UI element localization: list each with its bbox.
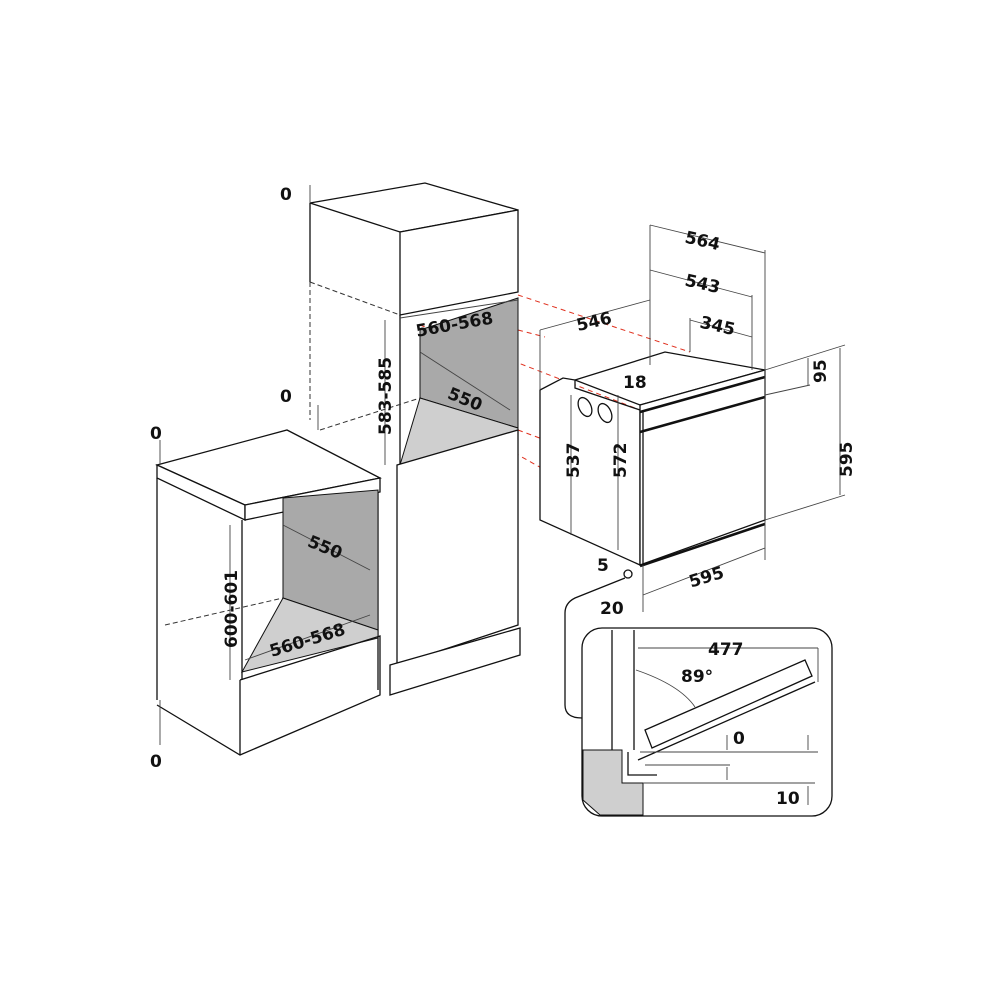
label-oven-door-thickness: 20 [600,599,624,619]
label-oven-panel-height: 95 [811,359,831,383]
low-cavity-floor [241,597,379,673]
label-oven-side-height: 537 [564,443,584,479]
label-low-top-clearance: 0 [150,424,162,444]
label-oven-width: 595 [687,563,727,593]
label-tall-top-clearance: 0 [280,185,292,205]
label-oven-body-height: 572 [611,443,631,479]
label-oven-height: 595 [837,442,857,478]
label-floor-gap: 10 [776,789,800,809]
label-oven-depth-top: 345 [698,313,737,340]
label-oven-depth-side: 546 [575,308,614,335]
label-door-open-depth: 477 [708,640,744,660]
door-detail-inset [581,627,833,817]
label-tall-height: 583-585 [376,357,396,435]
label-oven-depth-body: 543 [683,271,722,298]
label-tall-mid-clearance: 0 [280,387,292,407]
oven [539,351,766,719]
label-low-bottom-clearance: 0 [150,752,162,772]
dimension-lines [159,185,846,745]
tall-cabinet [309,182,521,696]
label-door-gap: 0 [733,729,745,749]
label-low-height: 600-601 [222,570,242,648]
label-oven-bottom-offset: 5 [597,556,609,576]
low-cabinet [155,429,382,756]
label-door-angle: 89° [681,667,713,687]
label-oven-depth-total: 564 [683,228,722,256]
label-oven-top-offset: 18 [623,373,647,393]
